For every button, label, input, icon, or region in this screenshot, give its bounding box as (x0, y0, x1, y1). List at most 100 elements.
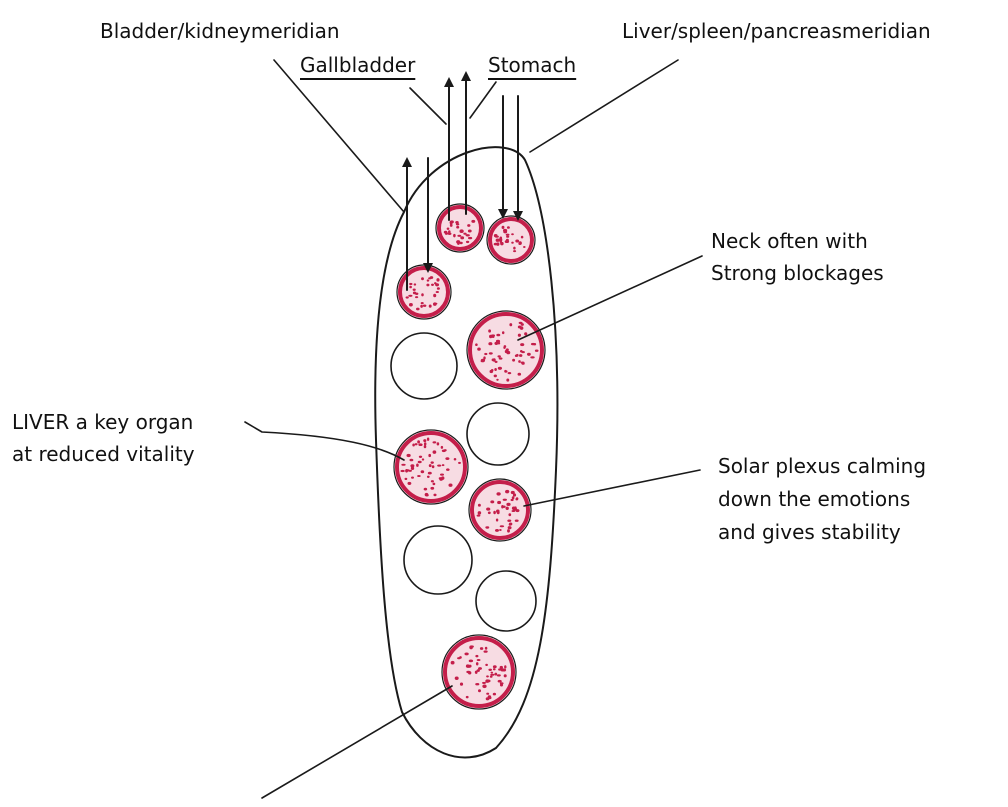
label-solar-plexus-line3: and gives stability (718, 517, 901, 547)
zone-gallbladder-dot (468, 237, 472, 239)
zone-neck-dot (508, 372, 512, 374)
zone-bladder-kidney-dot (408, 295, 412, 297)
zone-heel-dot (498, 668, 501, 670)
zone-liver (394, 430, 468, 504)
zone-neck-dot (496, 340, 500, 343)
zone-bladder-kidney-dot (421, 277, 424, 280)
zone-neck-dot (491, 334, 495, 336)
zone-bladder-kidney-dot (436, 291, 439, 293)
zone-solar-plexus-dot (499, 529, 502, 531)
zone-bladder-kidney-dot (415, 296, 418, 298)
zone-neck-dot (520, 343, 524, 346)
zone-heel-dot (451, 661, 455, 665)
zone-solar-plexus-dot (506, 503, 510, 506)
label-liver-line2: at reduced vitality (12, 439, 195, 469)
zone-neck-dot (495, 361, 498, 363)
zone-gallbladder-dot (447, 228, 450, 230)
zone-stomach-dot (519, 241, 522, 245)
zone-solar-plexus-dot (501, 505, 503, 509)
zone-liver-dot (424, 488, 427, 491)
zone-heel-ring (445, 638, 513, 706)
zone-bladder-kidney-dot (416, 308, 420, 311)
label-liver-spleen-pancreas-meridian: Liver/spleen/pancreasmeridian (622, 16, 931, 46)
zone-neck-dot (506, 348, 509, 351)
pointer-liver (245, 422, 404, 460)
pointer-bladder-kidney (274, 60, 404, 212)
zone-bladder-kidney-dot (429, 305, 432, 308)
zone-heel-dot (469, 660, 473, 663)
label-solar-plexus-line2: down the emotions (718, 484, 910, 514)
zone-solar-plexus-dot (477, 515, 481, 517)
zone-bladder-kidney-dot (431, 284, 434, 286)
zone-neck-dot (488, 329, 491, 332)
zone-liver-dot (454, 458, 457, 461)
zone-stomach-dot (521, 236, 523, 239)
zone-neck-dot (494, 368, 497, 371)
zone-solar-plexus-dot (509, 524, 512, 526)
zone-heel-dot (493, 668, 496, 670)
zone-solar-plexus-dot (512, 496, 515, 499)
label-neck-line2: Strong blockages (711, 258, 884, 288)
zone-heel-dot (468, 671, 471, 674)
zone-liver-dot (405, 478, 408, 480)
zone-solar-plexus-dot (496, 510, 500, 513)
zone-liver-dot (412, 444, 415, 447)
zone-neck-dot (518, 326, 522, 329)
zone-liver-dot (433, 494, 436, 497)
zone-liver-dot (440, 473, 444, 475)
zone-gallbladder-dot (463, 233, 466, 235)
zone-neck-dot (518, 373, 522, 376)
zone-stomach-dot (500, 242, 503, 245)
zone-liver-dot (416, 464, 419, 467)
zone-heel-dot (469, 646, 472, 648)
zone-liver-dot (445, 457, 449, 460)
zone-stomach-dot (513, 250, 516, 252)
zone-neck-dot (481, 360, 485, 362)
pointer-gallbladder (410, 88, 446, 124)
zone-bladder-kidney-dot (437, 287, 440, 290)
zone-heel-dot (459, 656, 462, 659)
zone-neck-dot (496, 379, 498, 381)
zone-heel-dot (480, 647, 483, 650)
zone-liver-dot (425, 494, 428, 496)
label-stomach: Stomach (488, 50, 576, 80)
zone-heel-dot (500, 682, 504, 684)
zone-solar-plexus-dot (478, 504, 481, 507)
zone-solar-plexus-dot (507, 519, 511, 521)
zone-stomach-dot (513, 247, 515, 250)
zone-heel-dot (485, 664, 488, 666)
zone-liver-dot (433, 450, 437, 453)
zone-neck-dot (490, 370, 494, 373)
zone-liver-dot (427, 438, 429, 441)
zone-neck-dot (483, 356, 485, 359)
zone-gallbladder-dot (459, 229, 463, 233)
zone-liver-dot (411, 476, 414, 478)
zone-neck-dot (499, 357, 503, 359)
zone-stomach-dot (505, 240, 509, 243)
zone-stomach-dot (511, 242, 514, 244)
zone-liver-dot (407, 482, 411, 485)
zone-gallbladder-dot (450, 221, 453, 225)
zone-neck-dot (502, 331, 504, 334)
zone-bladder-kidney-dot (433, 302, 437, 306)
zone-heel-dot (485, 647, 487, 650)
zone-stomach (487, 216, 535, 264)
zone-liver-dot (406, 454, 410, 457)
zone-heel-dot (498, 680, 502, 683)
zone-liver-dot (422, 458, 424, 460)
zone-liver-dot (433, 483, 436, 486)
zone-solar-plexus-dot (514, 506, 516, 509)
zone-neck-dot (497, 355, 500, 357)
empty-zone-2 (467, 403, 529, 465)
pointer-stomach (470, 82, 496, 118)
zone-solar-plexus-dot (511, 491, 515, 494)
zone-heel-dot (464, 652, 468, 655)
zone-neck-dot (496, 334, 500, 337)
zone-bladder-kidney-dot (428, 277, 431, 279)
zone-heel-dot (504, 674, 507, 677)
zone-liver-dot (458, 462, 461, 464)
zone-liver-dot (423, 439, 426, 442)
zone-neck-dot (524, 332, 527, 335)
zone-solar-plexus (469, 479, 531, 541)
